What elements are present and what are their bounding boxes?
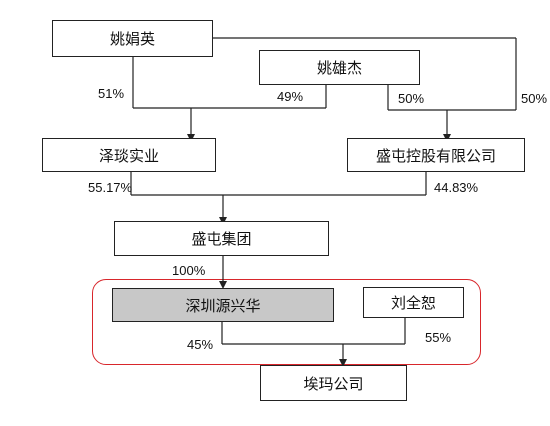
highlight-region [92,279,481,365]
pct-yxj-zt: 49% [277,89,304,104]
node-liu-quanshu: 刘全恕 [363,287,464,318]
pct-zt-group: 55.17% [88,180,133,195]
node-yao-juanying: 姚娟英 [52,20,213,57]
pct-st-group: 44.83% [434,180,479,195]
pct-group-szyxh: 100% [172,263,206,278]
pct-szyxh-aima: 45% [187,337,214,352]
node-aima-gongsi: 埃玛公司 [260,365,407,401]
node-shengtun-jituan: 盛屯集团 [114,221,329,256]
pct-liu-aima: 55% [425,330,452,345]
node-shengtun-konggu: 盛屯控股有限公司 [347,138,525,172]
pct-yjy-st: 50% [521,91,548,106]
node-zetan-shiye: 泽琰实业 [42,138,216,172]
node-shenzhen-yuanxinghua: 深圳源兴华 [112,288,334,322]
pct-yxj-st: 50% [398,91,425,106]
pct-yjy-zt: 51% [98,86,125,101]
node-yao-xiongjie: 姚雄杰 [259,50,420,85]
